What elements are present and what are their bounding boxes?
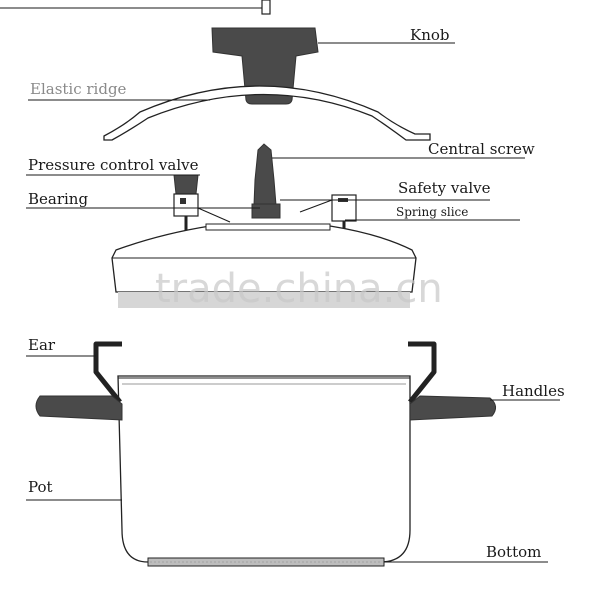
safety-valve-part: Safety valve — [280, 179, 491, 232]
watermark: trade.china.cn — [155, 266, 443, 312]
label-central-screw: Central screw — [428, 140, 535, 158]
bearing-leader: Bearing — [26, 190, 260, 223]
top-partial-part — [0, 0, 271, 15]
pressure-control-valve-part: Pressure control valve — [26, 156, 200, 232]
bottom-part: Bottom — [147, 543, 548, 567]
central-screw-part: Central screw — [251, 140, 535, 219]
handles-part: Handles — [35, 382, 565, 421]
elastic-ridge-part: Elastic ridge — [28, 80, 431, 141]
spring-slice-leader: Spring slice — [345, 205, 520, 221]
label-bearing: Bearing — [28, 190, 88, 208]
knob-part: Knob — [211, 26, 455, 105]
ear-part: Ear — [26, 336, 437, 404]
label-pressure-control-valve: Pressure control valve — [28, 156, 199, 174]
label-pot: Pot — [28, 478, 53, 496]
label-safety-valve: Safety valve — [398, 179, 491, 197]
label-ear: Ear — [28, 336, 56, 354]
label-handles: Handles — [502, 382, 565, 400]
lid-part — [111, 223, 417, 308]
label-knob: Knob — [410, 26, 450, 44]
label-elastic-ridge: Elastic ridge — [30, 80, 127, 98]
pot-part: Pot — [26, 375, 411, 563]
label-spring-slice: Spring slice — [396, 205, 468, 219]
label-bottom: Bottom — [486, 543, 541, 561]
